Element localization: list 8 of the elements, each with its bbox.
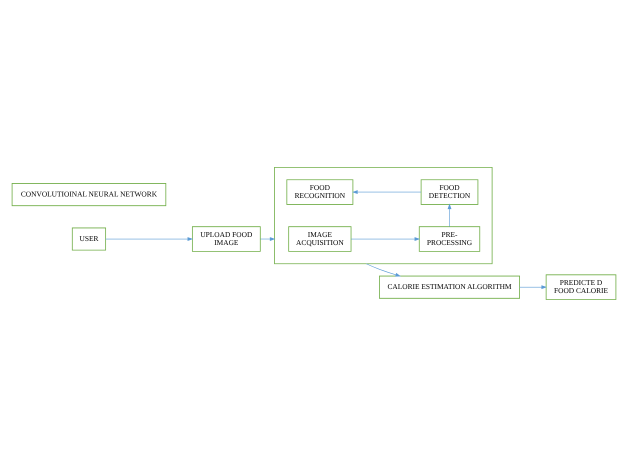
- arrow: [448, 204, 452, 227]
- arrow: [352, 190, 422, 194]
- cluster: [274, 167, 493, 264]
- arrow: [350, 237, 420, 241]
- arrow: [519, 285, 547, 290]
- arrow: [105, 237, 194, 241]
- arrow: [260, 237, 276, 241]
- arrow: [366, 263, 401, 277]
